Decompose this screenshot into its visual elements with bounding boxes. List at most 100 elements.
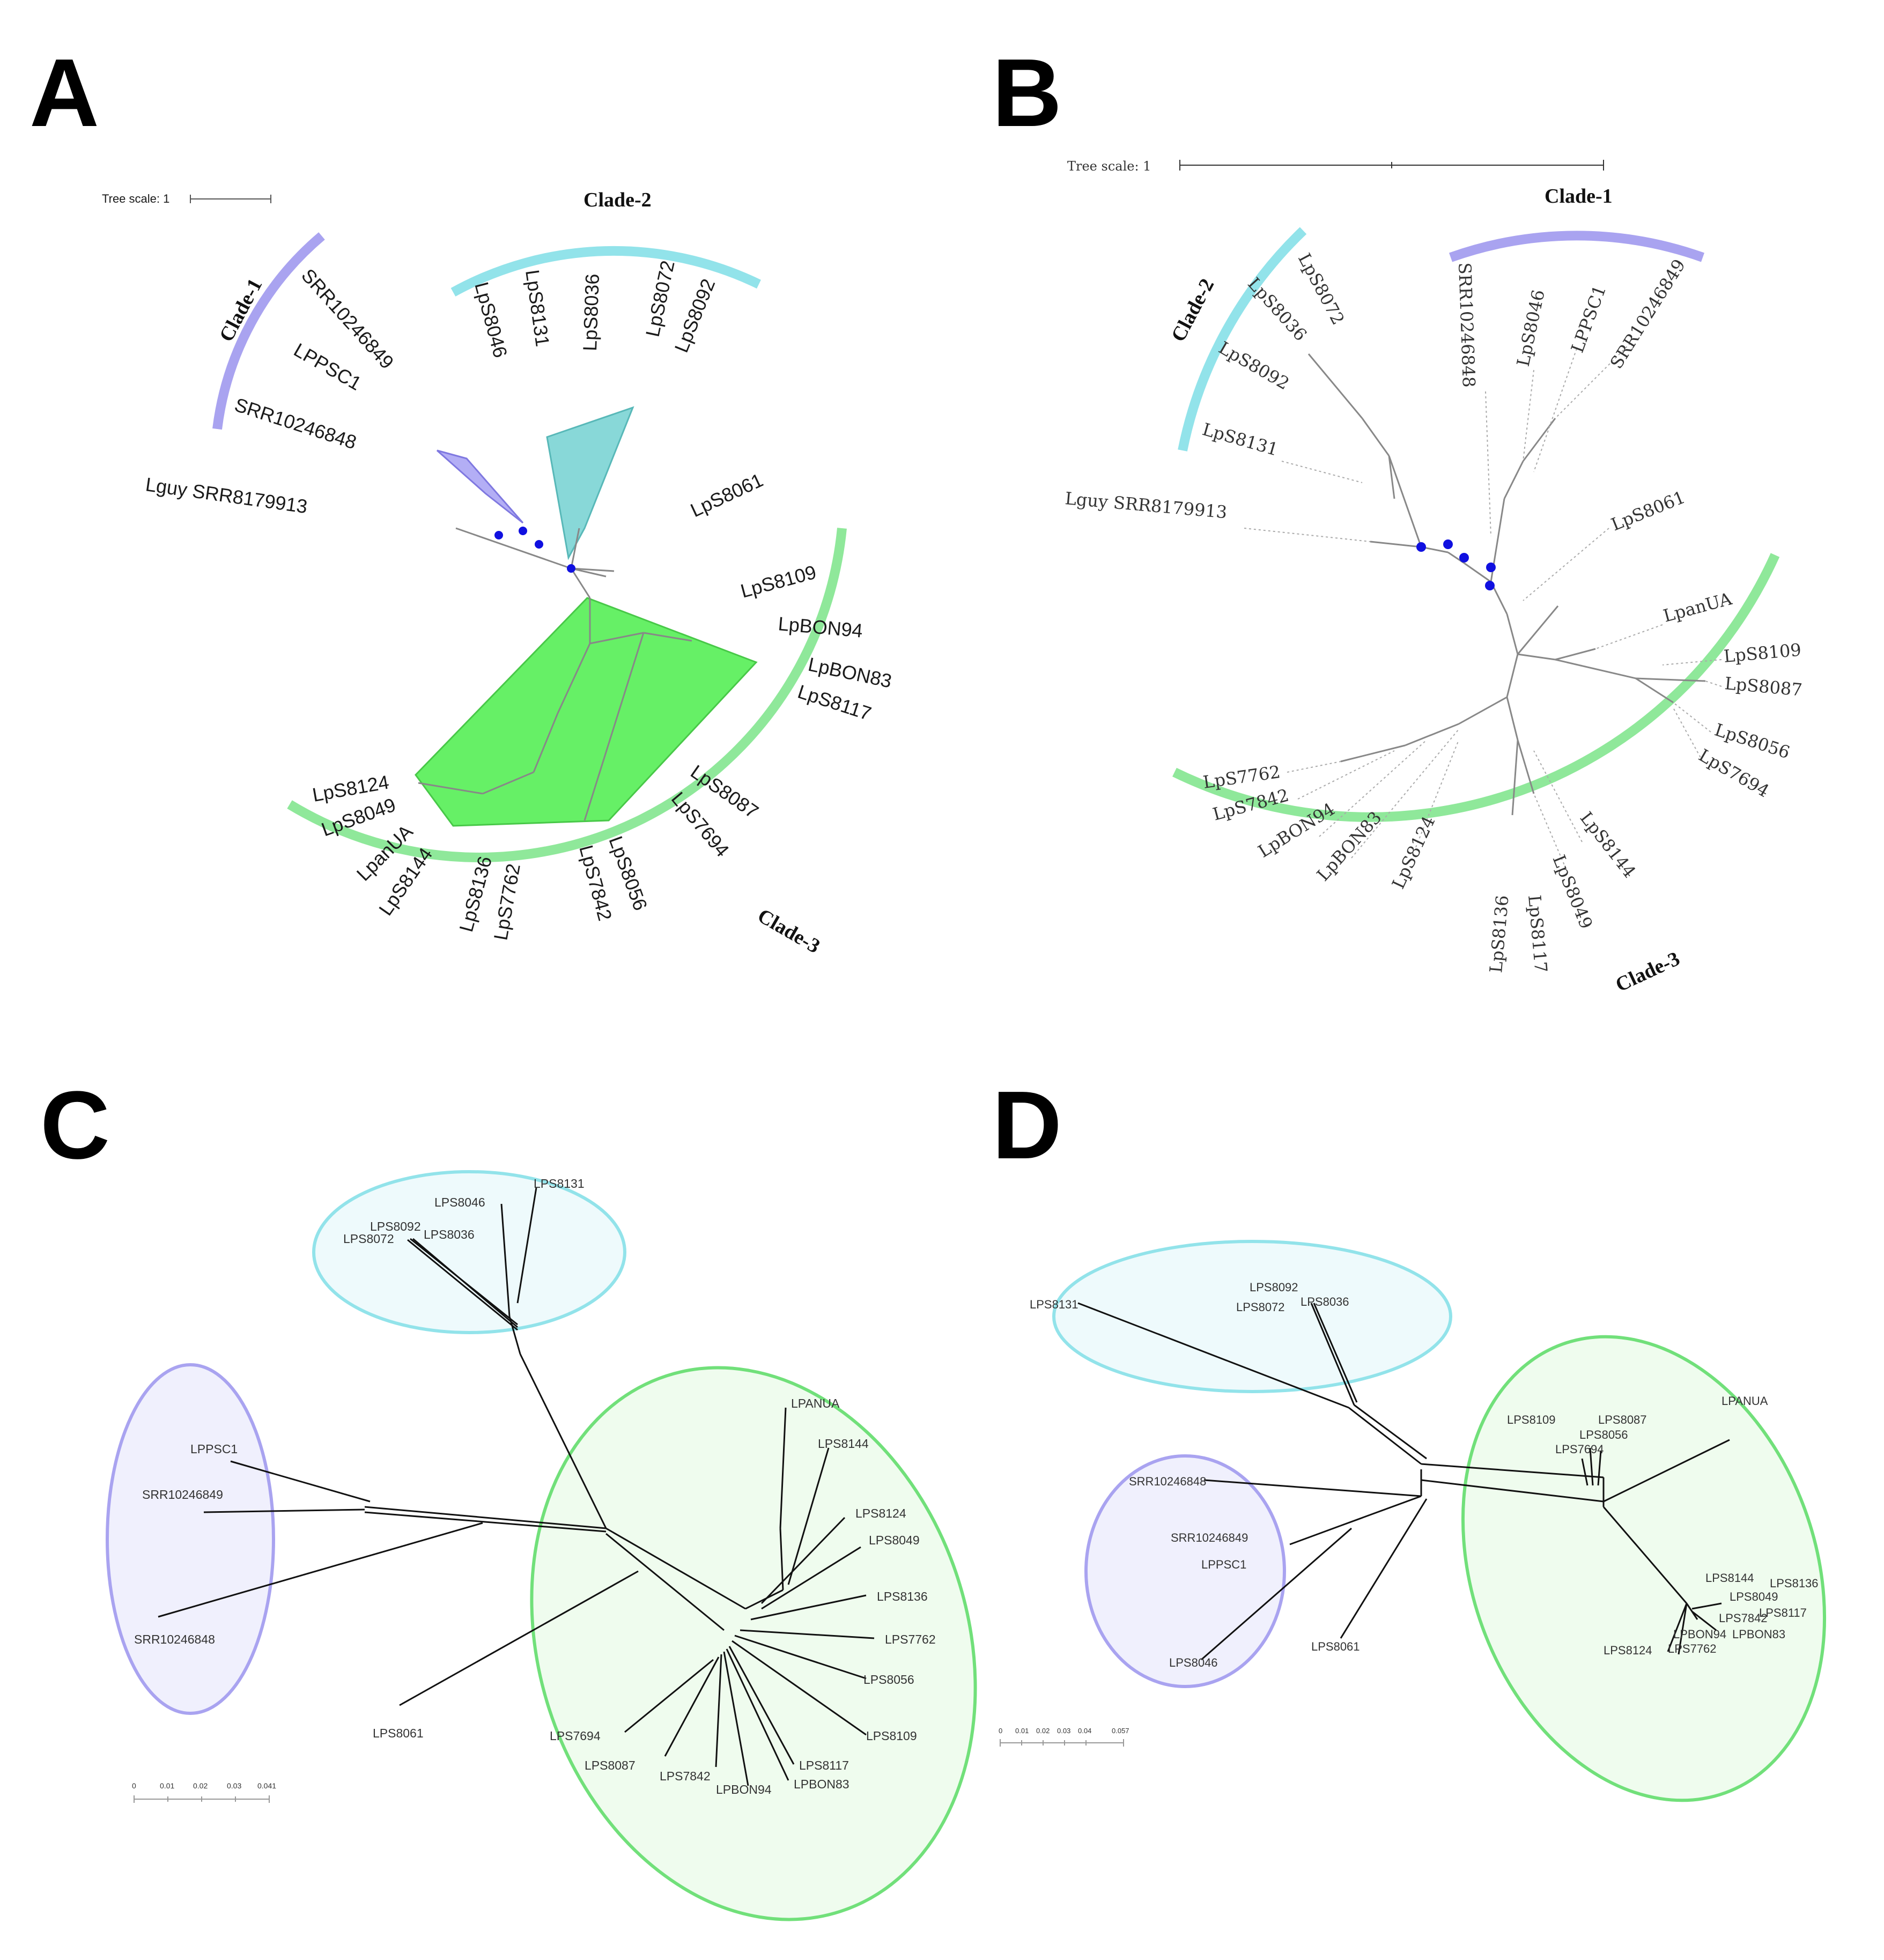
scale-c: 0 0.01 0.02 0.03 0.041	[132, 1781, 276, 1803]
leaf-label: LPS7694	[550, 1729, 601, 1743]
leaf-label: LPS8117	[1759, 1606, 1807, 1619]
leaf-label: LpS8061	[687, 469, 766, 521]
tree-b-branches	[1307, 353, 1706, 816]
leaf-label: LpS8136	[455, 854, 496, 934]
leaf-label: SRR10246849	[1606, 256, 1690, 373]
clade-1-arc	[212, 232, 325, 430]
node-dot	[1486, 563, 1496, 572]
scale-d: 0 0.01 0.02 0.03 0.04 0.057	[999, 1727, 1129, 1747]
node-dot	[494, 531, 503, 539]
scale-tick-label: 0.02	[193, 1781, 208, 1790]
leaf-label: LPPSC1	[190, 1442, 238, 1456]
leaf-label: LpS8109	[738, 561, 818, 602]
leaf-label: LPS8131	[1030, 1298, 1078, 1311]
leaf-label: LpS8061	[1608, 487, 1688, 535]
scale-tick-label: 0.02	[1036, 1727, 1050, 1735]
clade-3-wedge	[415, 597, 758, 827]
leaf-label: LPS7842	[660, 1769, 711, 1783]
leaf-label: LPBON83	[1732, 1628, 1785, 1641]
leaf-label: LPS8144	[818, 1437, 869, 1451]
leaf-label: LpS8036	[579, 273, 603, 351]
leaf-label: LpS8092	[1215, 337, 1293, 394]
leaf-label: LpS8087	[1724, 673, 1803, 700]
leaf-label: LPS8131	[534, 1177, 585, 1190]
leaf-label: LPANUA	[1722, 1394, 1768, 1408]
leaf-label: SRR10246849	[142, 1488, 223, 1502]
cluster-ellipse-clade1	[106, 1363, 275, 1715]
leaf-label: LPS8124	[855, 1506, 906, 1520]
leaf-label: LPPSC1	[1201, 1558, 1246, 1571]
leaf-label: LPS8087	[585, 1758, 636, 1772]
node-dot	[567, 564, 575, 573]
clade-1-label: Clade-1	[1545, 185, 1613, 208]
clade-2-label: Clade-2	[583, 189, 652, 211]
leaf-label: LPPSC1	[1567, 283, 1610, 356]
leaf-label: LpS8036	[1244, 273, 1311, 345]
leaf-label: LPS8092	[370, 1219, 421, 1233]
leaf-label: LpS8046	[1513, 288, 1549, 368]
tree-b-leaders	[1244, 343, 1722, 869]
leaf-label: SRR10246848	[134, 1632, 215, 1646]
leaf-label: Lguy SRR8179913	[144, 473, 309, 517]
tree-b-leaves: SRR10246848 LpS8046 LPPSC1 SRR10246849 L…	[1064, 250, 1803, 974]
node-dot	[1485, 581, 1495, 590]
leaf-label: LPPSC1	[290, 338, 365, 395]
scale-tick-label: 0.041	[257, 1781, 276, 1790]
clade-2-wedge	[546, 406, 634, 560]
leaf-label: LPS8061	[1311, 1640, 1360, 1653]
scale-tick-label: 0.03	[1057, 1727, 1070, 1735]
clade-2-label: Clade-2	[1167, 275, 1219, 346]
leaf-label: LpS8049	[1549, 852, 1597, 932]
leaf-label: SRR10246848	[1454, 262, 1479, 388]
clade-3-arc	[287, 528, 847, 862]
node-dot	[1416, 542, 1426, 552]
leaf-label: SRR10246849	[1171, 1531, 1248, 1544]
panel-letter-c: C	[40, 1071, 110, 1179]
panel-a: A Tree scale: 1 Clade-1 Clade-2 Clade-3	[29, 39, 894, 958]
leaf-label: LPS8061	[373, 1726, 424, 1740]
node-dot	[519, 527, 527, 535]
leaf-label: LpS8072	[1294, 250, 1349, 328]
panel-letter-a: A	[29, 39, 99, 147]
leaf-label: LPS8117	[799, 1758, 849, 1772]
leaf-label: LPS8109	[1507, 1413, 1556, 1426]
leaf-label: LpS8046	[470, 279, 512, 360]
leaf-label: LPS8056	[863, 1673, 914, 1687]
leaf-label: LPS8087	[1598, 1413, 1647, 1426]
leaf-label: LPS8072	[1236, 1300, 1285, 1314]
cluster-ellipse-clade1	[1084, 1454, 1286, 1688]
node-dot	[1443, 539, 1453, 549]
leaf-label: LPS7762	[885, 1632, 936, 1646]
leaf-label: LPBON94	[1673, 1628, 1726, 1641]
cluster-ellipse-clade3	[530, 1366, 977, 1921]
clade-3-label: Clade-3	[754, 904, 824, 958]
leaf-label: LpS8092	[670, 276, 719, 356]
tree-scale-label: Tree scale: 1	[102, 192, 169, 205]
leaf-label: LPBON94	[716, 1783, 772, 1796]
network-d-leaves: LPS8131 LPS8092 LPS8072 LPS8036 SRR10246…	[1030, 1281, 1819, 1669]
panel-letter-b: B	[992, 39, 1062, 147]
panel-b: B Tree scale: 1 Clade-1 Clade-2 Clade-3	[992, 39, 1803, 996]
leaf-label: Lguy SRR8179913	[1064, 488, 1228, 522]
leaf-label: LPS8049	[869, 1533, 920, 1547]
node-dot	[535, 540, 543, 549]
tree-a-branches	[418, 527, 692, 821]
tree-scale-label: Tree scale: 1	[1067, 159, 1151, 174]
leaf-label: LpS8072	[641, 258, 679, 339]
leaf-label: LPS8036	[424, 1227, 475, 1241]
leaf-label: LPANUA	[791, 1396, 840, 1410]
leaf-label: LPS8124	[1604, 1644, 1652, 1657]
scale-tick-label: 0	[132, 1781, 136, 1790]
leaf-label: LpS8117	[795, 681, 874, 725]
clade-1-wedge	[437, 449, 524, 524]
leaf-label: LPS8046	[434, 1195, 485, 1209]
leaf-label: LPS8056	[1579, 1428, 1628, 1441]
leaf-label: LPS8046	[1169, 1656, 1218, 1669]
scale-tick-label: 0.04	[1078, 1727, 1091, 1735]
leaf-label: LpS8131	[1200, 419, 1281, 460]
leaf-label: LPS8072	[343, 1232, 394, 1246]
clade-1-arc	[1449, 231, 1705, 262]
leaf-label: LPS8036	[1301, 1295, 1349, 1308]
leaf-label: LpS8117	[1524, 894, 1551, 973]
clade-2-arc	[450, 246, 761, 297]
